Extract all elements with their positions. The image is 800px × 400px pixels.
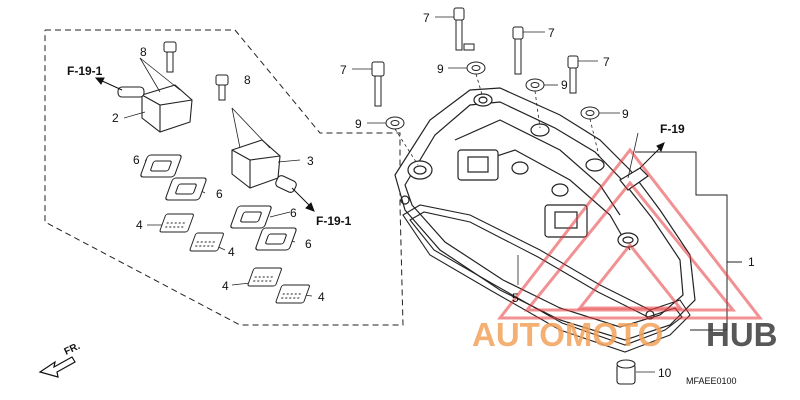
label-part-7b: 7: [548, 26, 555, 40]
bolt-7d: [567, 55, 579, 94]
label-part-6c: 6: [290, 206, 297, 220]
bolt-8b: [215, 74, 229, 101]
bolt-7b: [512, 26, 524, 75]
bolt-centrelines: [394, 73, 601, 166]
front-marker-label: FR.: [63, 341, 82, 358]
label-part-9b: 9: [561, 78, 568, 92]
reed-pieces-4: [159, 213, 310, 304]
label-part-6b: 6: [216, 187, 223, 201]
ref-f19-1-top: F-19-1: [67, 64, 103, 78]
group-outline-dashed: [44, 29, 404, 326]
label-part-4d: 4: [318, 290, 325, 304]
label-part-9c: 9: [355, 117, 362, 131]
bolt-7c: [371, 61, 385, 107]
watermark-triangle: [496, 147, 764, 320]
bolt-7a: [453, 7, 475, 51]
diagram-code: MFAEE0100: [686, 376, 737, 386]
label-part-8b: 8: [244, 73, 251, 87]
front-arrow-icon: FR.: [38, 341, 82, 378]
label-part-7d: 7: [603, 55, 610, 69]
seal-pads-6: [140, 154, 297, 251]
label-part-6d: 6: [305, 237, 312, 251]
label-part-9d: 9: [622, 107, 629, 121]
watermark-text-hub: HUB: [706, 316, 778, 353]
label-part-4c: 4: [222, 279, 229, 293]
label-part-7a: 7: [423, 11, 430, 25]
cover-gasket: [402, 204, 691, 353]
watermark-logo: AUTOMOTO HUB: [472, 316, 778, 353]
ref-f19: F-19: [660, 122, 685, 136]
label-part-7c: 7: [340, 63, 347, 77]
label-part-4a: 4: [136, 218, 143, 232]
part1-bracket: [635, 151, 728, 331]
label-part-4b: 4: [228, 245, 235, 259]
cylinder-head-cover: [394, 87, 696, 341]
bolt-8a: [163, 41, 177, 73]
breather-separator-2: [117, 84, 193, 133]
watermark-text-automoto: AUTOMOTO: [472, 316, 663, 353]
label-part-5: 5: [512, 291, 519, 305]
ref-f19-1-bottom: F-19-1: [316, 214, 352, 228]
label-part-6a: 6: [133, 153, 140, 167]
label-part-3: 3: [307, 154, 314, 168]
label-part-8a: 8: [140, 45, 147, 59]
washers-9: [385, 61, 600, 130]
label-part-2: 2: [112, 111, 119, 125]
label-part-9a: 9: [437, 62, 444, 76]
label-part-1: 1: [748, 255, 755, 269]
breather-separator-3: [231, 139, 297, 193]
rubber-mount-10: [616, 359, 636, 385]
flow-arrows: [94, 77, 665, 212]
label-part-10: 10: [658, 366, 672, 380]
